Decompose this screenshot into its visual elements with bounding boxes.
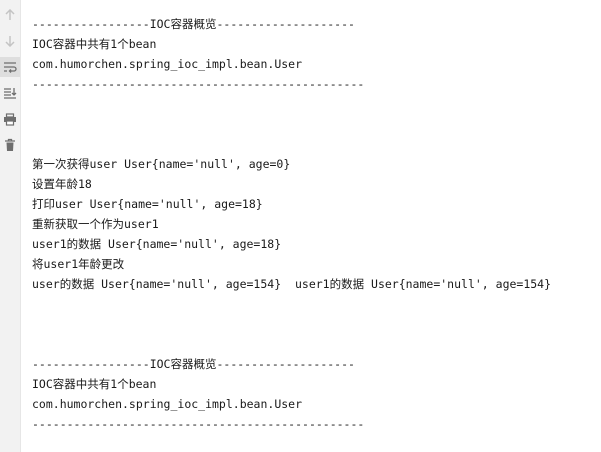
soft-wrap-icon [4,62,17,73]
console-line: ----------------------------------------… [32,77,365,91]
console-line: ----------------------------------------… [32,417,365,431]
scroll-to-end-button[interactable] [0,83,20,103]
console-line: user1的数据 User{name='null', age=18} [32,237,282,251]
console-line [32,114,601,134]
console-line: 打印user User{name='null', age=18} [32,197,263,211]
console-output[interactable]: -----------------IOC容器概览----------------… [32,14,601,434]
console-toolbar [0,0,21,452]
arrow-down-icon [5,36,15,47]
console-line: user的数据 User{name='null', age=154} user1… [32,277,552,291]
scroll-up-button[interactable] [0,5,20,25]
console-line [32,314,601,334]
console-line [32,294,601,314]
console-line: 重新获取一个作为user1 [32,217,159,231]
console-line [32,134,601,154]
soft-wrap-button[interactable] [0,57,20,77]
console-line [32,334,601,354]
scroll-to-end-icon [4,88,17,99]
scroll-down-button[interactable] [0,31,20,51]
console-line: 第一次获得user User{name='null', age=0} [32,157,291,171]
console-line [32,94,601,114]
arrow-up-icon [5,9,15,20]
console-line: -----------------IOC容器概览----------------… [32,357,355,371]
console-line: com.humorchen.spring_ioc_impl.bean.User [32,57,303,71]
console-line: IOC容器中共有1个bean [32,37,157,51]
console-line: 设置年龄18 [32,177,92,191]
console-line: 将user1年龄更改 [32,257,125,271]
clear-all-button[interactable] [0,135,20,155]
print-icon [4,112,16,126]
print-button[interactable] [0,109,20,129]
trash-icon [5,138,15,151]
console-line: com.humorchen.spring_ioc_impl.bean.User [32,397,303,411]
console-line: IOC容器中共有1个bean [32,377,157,391]
console-line: -----------------IOC容器概览----------------… [32,17,355,31]
